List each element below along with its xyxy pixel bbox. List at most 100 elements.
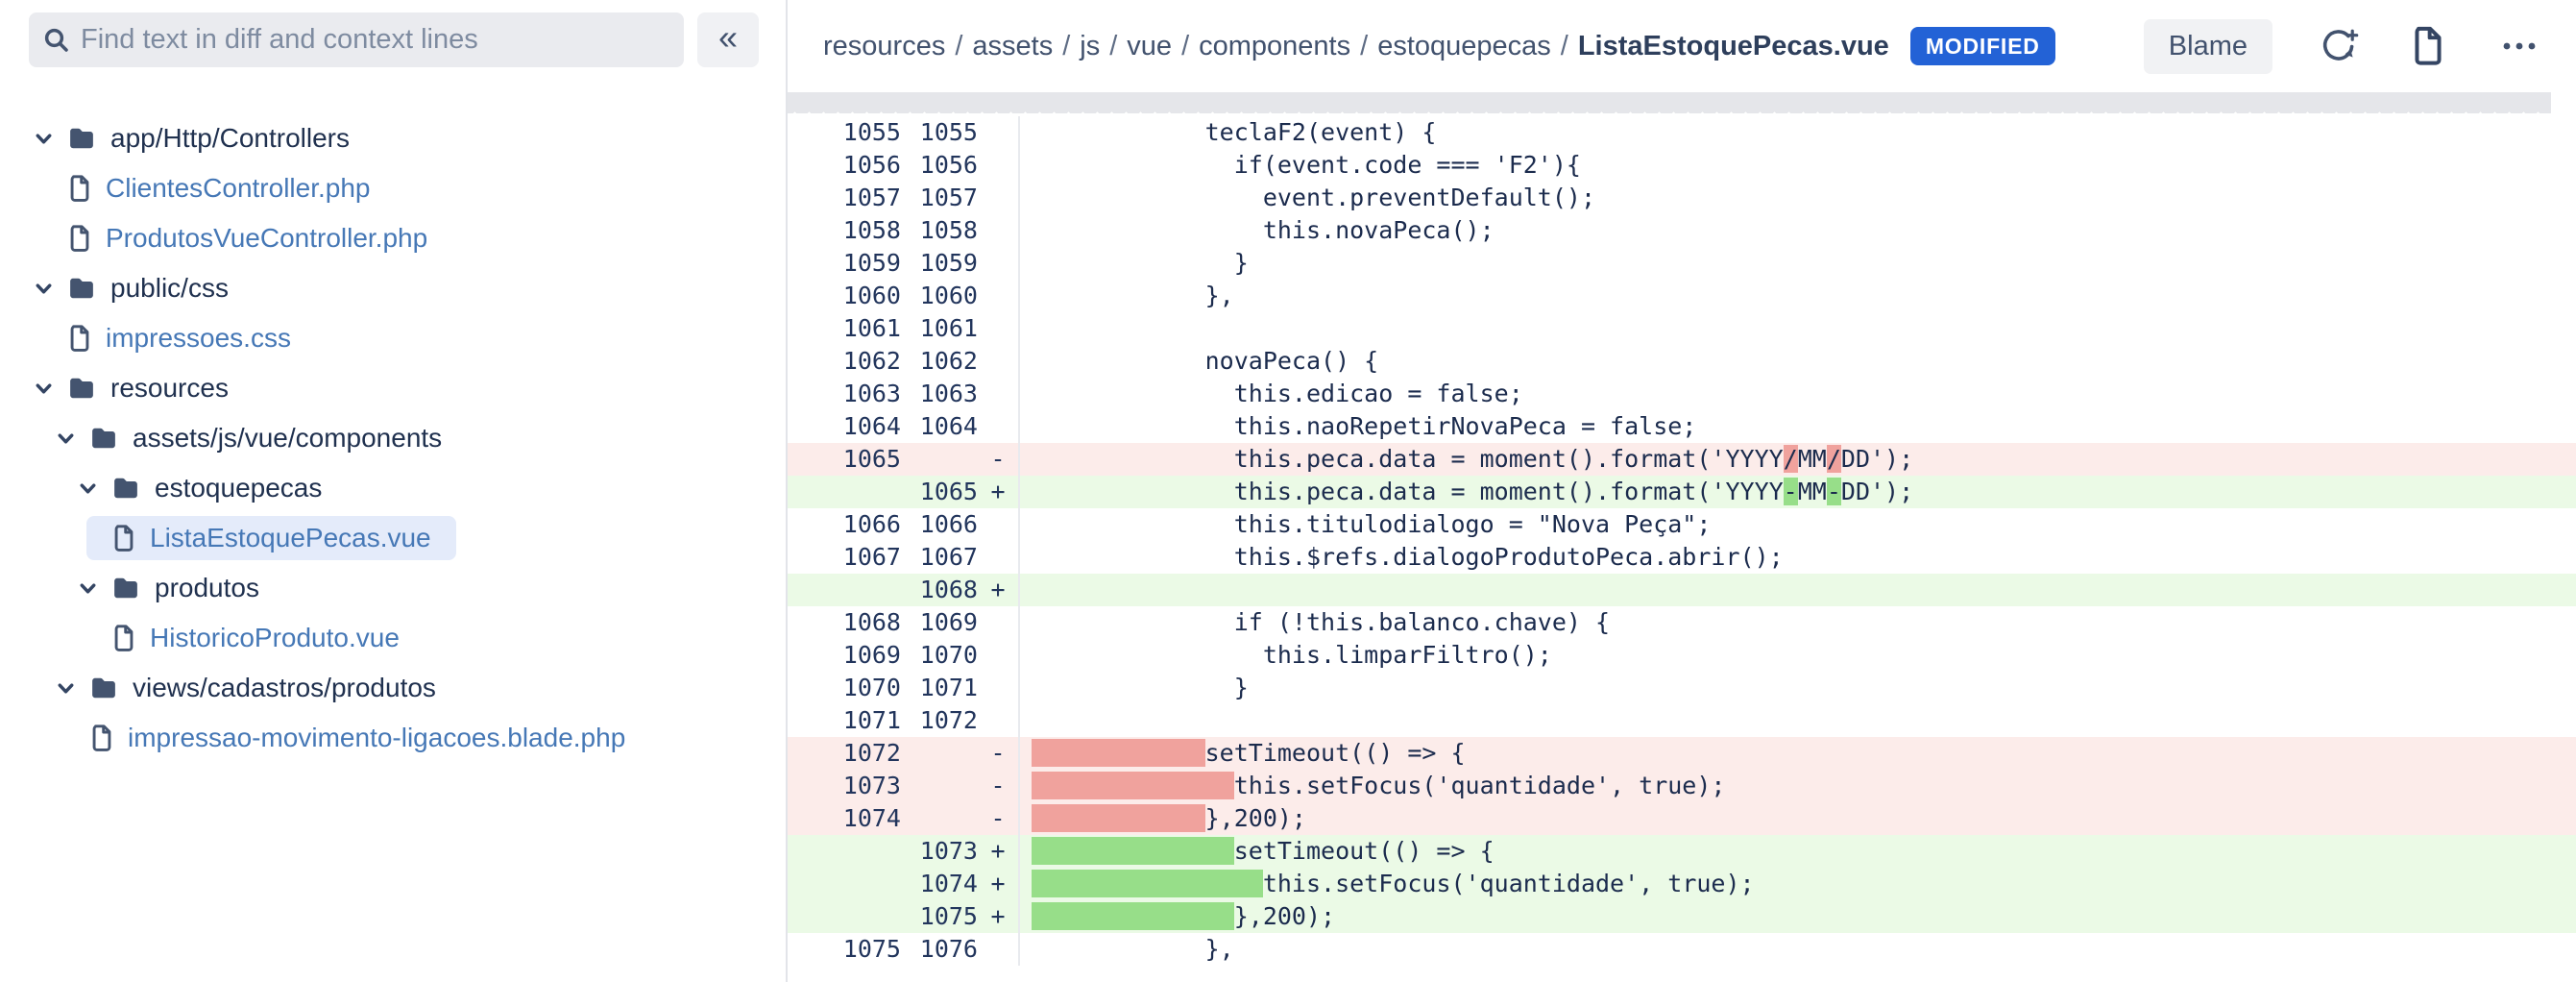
breadcrumb-segment[interactable]: vue [1127,30,1173,61]
folder-icon [114,577,137,599]
old-line-number: 1073 [842,772,901,799]
tree-folder-views/cadastros/produtos[interactable]: views/cadastros/produtos [0,663,786,713]
new-line-number: 1073 [919,837,978,865]
code-line: setTimeout(() => { [1018,835,2576,868]
folder-icon [70,378,93,399]
tree-item-label: HistoricoProduto.vue [150,623,400,652]
file-icon [70,225,89,252]
tree-folder-public/css[interactable]: public/css [0,263,786,313]
new-line-number: 1062 [919,347,978,375]
code-line: event.preventDefault(); [1018,182,2576,214]
old-line-number: 1055 [842,118,901,146]
breadcrumb-separator: / [1560,30,1568,61]
tree-item-label: ProdutosVueController.php [106,223,428,253]
code-line: novaPeca() { [1018,345,2576,378]
tree-item-content: ClientesController.php [67,173,371,204]
tree-folder-resources[interactable]: resources [0,363,786,413]
code-line: this.peca.data = moment().format('YYYY/M… [1018,443,2576,476]
diff-row: 1073 + setTimeout(() => { [788,835,2576,868]
chevron-down-icon [36,282,52,294]
folder-icon [92,428,115,449]
old-line-number: 1067 [842,543,901,571]
diff-marker [978,280,1018,312]
chevron-down-icon [36,133,52,144]
breadcrumb-separator: / [1109,30,1118,61]
code-line: } [1018,247,2576,280]
tree-item-label: app/Http/Controllers [110,123,351,153]
tree-item-label: ClientesController.php [106,173,371,203]
diff-marker [978,312,1018,345]
new-line-number: 1064 [919,412,978,440]
code-line: if (!this.balanco.chave) { [1018,606,2576,639]
old-line-number: 1069 [842,641,901,669]
diff-marker [978,508,1018,541]
search-input[interactable] [81,24,670,56]
tree-folder-app/Http/Controllers[interactable]: app/Http/Controllers [0,113,786,163]
blame-button[interactable]: Blame [2143,18,2272,74]
tree-folder-estoquepecas[interactable]: estoquepecas [0,463,786,513]
diff-marker [978,214,1018,247]
file-icon [114,625,134,651]
new-line-number: 1066 [919,510,978,538]
old-line-number [788,835,901,868]
more-options-button[interactable] [2493,22,2545,70]
tree-file-ListaEstoquePecas.vue[interactable]: ListaEstoquePecas.vue [0,513,786,563]
code-line [1018,704,2576,737]
chevron-down-icon [58,682,74,694]
breadcrumb-separator: / [1181,30,1190,61]
tree-item-content: produtos [77,573,259,603]
view-file-button[interactable] [2405,21,2451,71]
file-icon [114,525,134,552]
tree-item-label: ListaEstoquePecas.vue [150,523,431,552]
tree-folder-assets/js/vue/components[interactable]: assets/js/vue/components [0,413,786,463]
tree-file-impressoes.css[interactable]: impressoes.css [0,313,786,363]
chevron-down-icon [80,482,96,494]
tree-item-label: resources [110,373,229,403]
new-line-number: 1057 [919,184,978,211]
tree-file-ClientesController.php[interactable]: ClientesController.php [0,163,786,213]
tree-file-HistoricoProduto.vue[interactable]: HistoricoProduto.vue [0,613,786,663]
tree-item-content: assets/js/vue/components [55,423,442,454]
breadcrumb-segment[interactable]: components [1199,30,1351,61]
new-line-number: 1074 [919,870,978,897]
tree-folder-produtos[interactable]: produtos [0,563,786,613]
diff-marker: + [990,837,1006,865]
breadcrumb-path: resources/assets/js/vue/components/estoq… [823,31,1578,62]
code-line [1018,312,2576,345]
breadcrumb-segment[interactable]: assets [972,30,1054,61]
diff-marker [978,116,1018,149]
diff-marker [978,672,1018,704]
file-actions: Blame [2143,18,2545,74]
tree-item-content: ListaEstoquePecas.vue [86,516,456,560]
add-comment-button[interactable] [2315,22,2363,70]
breadcrumb-segment[interactable]: estoquepecas [1377,30,1551,61]
new-line-number [901,802,978,835]
diff-marker [978,639,1018,672]
new-line-number [901,770,978,802]
breadcrumb-segment[interactable]: js [1080,30,1101,61]
chevron-down-icon [36,382,52,394]
folder-icon [92,677,115,699]
diff-marker: - [990,445,1006,473]
breadcrumb-segment[interactable]: resources [823,30,946,61]
old-line-number: 1056 [842,151,901,179]
tree-file-ProdutosVueController.php[interactable]: ProdutosVueController.php [0,213,786,263]
code-line: }, [1018,280,2576,312]
tree-file-impressao-movimento-ligacoes.blade.php[interactable]: impressao-movimento-ligacoes.blade.php [0,713,786,763]
tree-item-content: impressoes.css [67,323,291,354]
status-badge: MODIFIED [1909,27,2055,65]
collapse-sidebar-button[interactable]: « [697,12,759,67]
code-line: setTimeout(() => { [1018,737,2576,770]
diff-row: 1072- setTimeout(() => { [788,737,2576,770]
diff-marker [978,704,1018,737]
